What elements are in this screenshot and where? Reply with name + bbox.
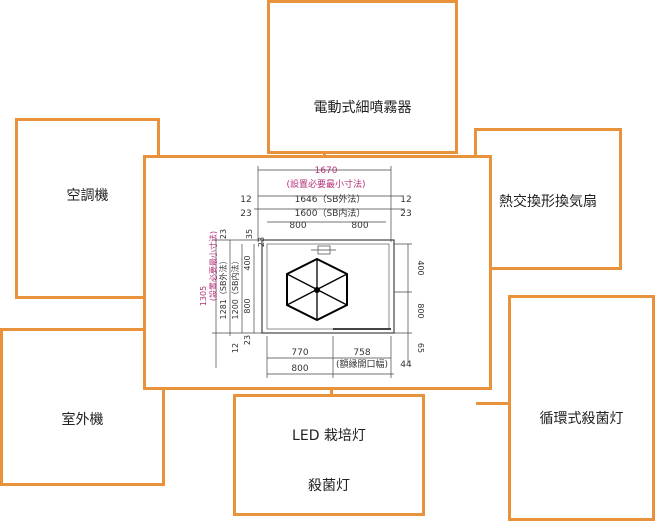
right-400: 400 [416, 260, 425, 275]
led-lamp-label: LED 栽培灯 [292, 428, 366, 444]
right-65: 65 [416, 343, 425, 353]
top-left-half: 800 [289, 221, 306, 231]
air-conditioner-label: 空調機 [66, 188, 109, 204]
left-23-top: 23 [219, 229, 228, 239]
bottom-44: 44 [400, 360, 412, 370]
uv-lamp-label: 殺菌灯 [308, 478, 350, 494]
top-inner-margin-left: 23 [240, 209, 251, 219]
led-lamp-box: LED 栽培灯 殺菌灯 [233, 394, 425, 516]
heat-exchange-fan-box: 熱交換形換気扇 [474, 128, 622, 270]
connector-mist [323, 148, 326, 160]
top-min-note: (設置必要最小寸法) [286, 178, 365, 190]
circulating-uv-lamp-box: 循環式殺菌灯 [508, 295, 655, 521]
bottom-800: 800 [291, 364, 308, 374]
left-min-note: (設置必要最小寸法) [208, 231, 218, 301]
left-outer: 1281（SB外法） [218, 257, 228, 320]
left-400: 400 [243, 255, 252, 270]
connector-circ [476, 402, 512, 405]
top-outer-width: 1646（SB外法） [295, 193, 366, 205]
top-inner-width: 1600（SB内法） [295, 207, 366, 219]
floor-plan-drawing: 1670 (設置必要最小寸法) 12 1646（SB外法） 12 23 1600… [199, 166, 425, 378]
left-800: 800 [243, 298, 252, 313]
vert-35: 35 [245, 229, 254, 239]
air-conditioner-box: 空調機 [15, 118, 160, 299]
bottom-770: 770 [291, 348, 308, 358]
heat-exchange-fan-label: 熱交換形換気扇 [499, 194, 597, 210]
right-800: 800 [416, 303, 425, 318]
floor-plan-box: 1670 (設置必要最小寸法) 12 1646（SB外法） 12 23 1600… [143, 155, 492, 390]
connector-led [330, 387, 333, 397]
mist-sprayer-box: 電動式細噴霧器 [267, 0, 458, 154]
left-min-dim: 1305 [199, 286, 208, 306]
mist-sprayer-label: 電動式細噴霧器 [313, 100, 412, 116]
bottom-12-left: 12 [231, 343, 240, 353]
bottom-23-left: 23 [243, 335, 252, 345]
top-right-half: 800 [351, 221, 368, 231]
outdoor-unit-label: 室外機 [61, 412, 104, 428]
top-inner-margin-right: 23 [400, 209, 411, 219]
circulating-uv-lamp-label: 循環式殺菌灯 [539, 411, 624, 427]
left-inner: 1200（SB内法） [230, 257, 240, 320]
top-outer-margin-right: 12 [400, 195, 411, 205]
top-min-dim: 1670 [315, 166, 338, 176]
vert-23: 23 [257, 237, 266, 247]
bottom-758: 758 [353, 348, 370, 358]
top-outer-margin-left: 12 [240, 195, 251, 205]
bottom-758-note: (額縁開口幅) [336, 358, 388, 370]
outdoor-unit-box: 室外機 [0, 328, 165, 486]
